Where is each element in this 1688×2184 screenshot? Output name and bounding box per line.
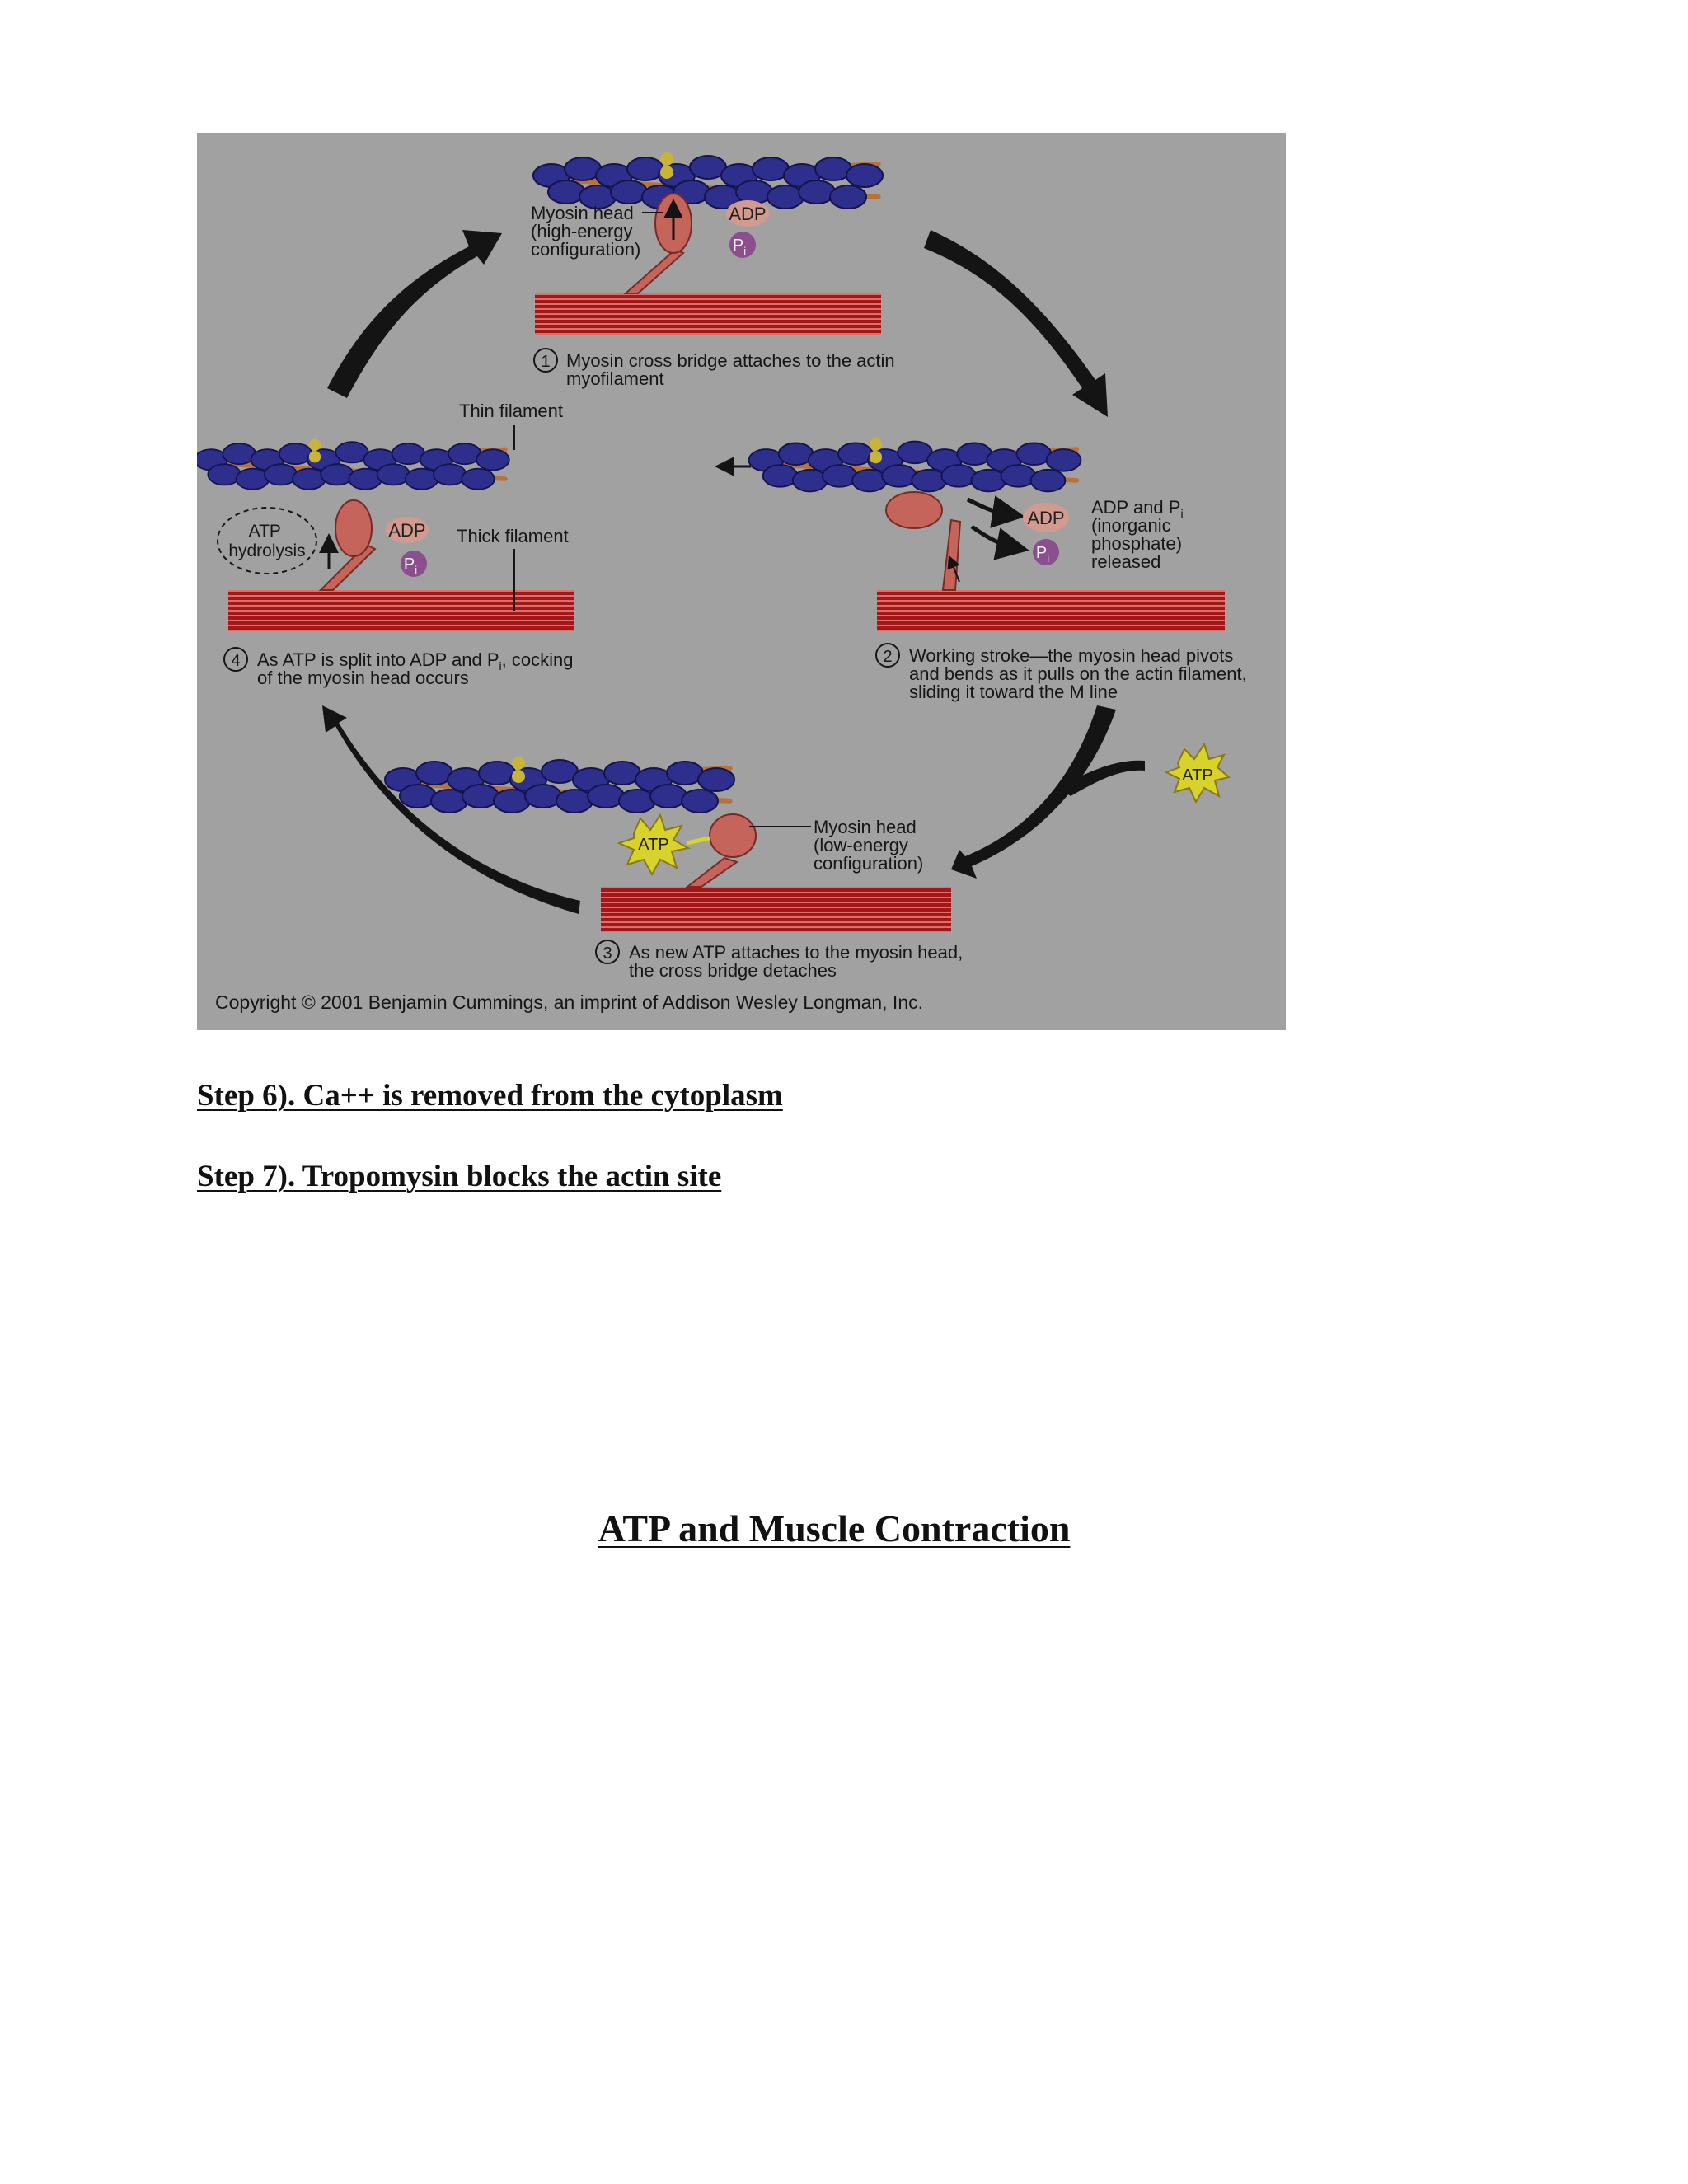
myosin-head-2	[885, 491, 943, 529]
thick-filament-4	[228, 590, 574, 631]
step-1-caption: Myosin cross bridge attaches to the acti…	[566, 350, 900, 389]
cycle-arrow-top-right	[924, 230, 1108, 417]
panel-2: ADP Pi ADP and Pi (inorganic phosphate) …	[715, 437, 1252, 804]
panel-4: Thin filament ADP Pi ATP hydrolysis Thic…	[197, 401, 579, 688]
cycle-arrows	[322, 230, 1145, 914]
pi-chip-1	[729, 232, 756, 258]
thin-filament-top	[532, 152, 884, 209]
thick-filament-label: Thick filament	[457, 526, 569, 546]
svg-text:3: 3	[603, 944, 612, 963]
thick-filament-2	[877, 590, 1225, 631]
step-3-caption: As new ATP attaches to the myosin head, …	[629, 942, 968, 981]
cross-bridge-cycle-figure: ADP Pi Myosin head (high-energy configur…	[197, 133, 1286, 1030]
adp-pi-released-label: ADP and Pi (inorganic phosphate) release…	[1091, 497, 1189, 572]
myosin-head-high-label: Myosin head (high-energy configuration)	[531, 203, 640, 260]
svg-text:Pi: Pi	[733, 237, 746, 257]
svg-text:Pi: Pi	[404, 555, 417, 576]
cycle-arrow-right	[951, 705, 1116, 879]
figure-background	[197, 133, 1286, 1030]
svg-text:ADP: ADP	[388, 520, 425, 541]
svg-text:Pi: Pi	[1036, 544, 1049, 565]
copyright-text: Copyright © 2001 Benjamin Cummings, an i…	[215, 991, 923, 1013]
myosin-head-3	[709, 813, 757, 858]
svg-text:ADP: ADP	[729, 204, 766, 224]
myosin-head-low-label: Myosin head (low-energy configuration)	[814, 817, 923, 874]
step-7-text: Step 7). Tropomysin blocks the actin sit…	[197, 1160, 722, 1193]
thin-filament-label: Thin filament	[459, 401, 563, 421]
atp-star-bound	[617, 813, 691, 877]
svg-text:ATP: ATP	[1182, 766, 1212, 785]
atp-entry-branch	[1058, 760, 1145, 796]
thick-filament-3	[601, 887, 951, 932]
cycle-arrow-top-left	[327, 230, 502, 398]
section-title: ATP and Muscle Contraction	[598, 1507, 1071, 1549]
svg-text:4: 4	[231, 652, 240, 670]
svg-text:ADP: ADP	[1027, 508, 1064, 528]
svg-text:2: 2	[883, 648, 892, 666]
atp-star-incoming	[1164, 742, 1231, 804]
step-2-caption: Working stroke—the myosin head pivots an…	[909, 645, 1252, 702]
svg-text:ATP: ATP	[638, 836, 668, 854]
atp-hydrolysis-label: ATP hydrolysis	[228, 522, 305, 560]
thick-filament-1	[535, 293, 881, 335]
step-6-text: Step 6). Ca++ is removed from the cytopl…	[197, 1079, 783, 1113]
step-4-caption: As ATP is split into ADP and Pi, cocking…	[257, 649, 579, 688]
panel-1: ADP Pi Myosin head (high-energy configur…	[531, 193, 900, 389]
adp-chip-1	[726, 200, 769, 227]
svg-text:1: 1	[541, 353, 550, 371]
panel-3: ATP Myosin head (low-energy configuratio…	[384, 756, 968, 981]
myosin-head-4	[335, 499, 373, 557]
myosin-neck-1	[623, 248, 685, 294]
